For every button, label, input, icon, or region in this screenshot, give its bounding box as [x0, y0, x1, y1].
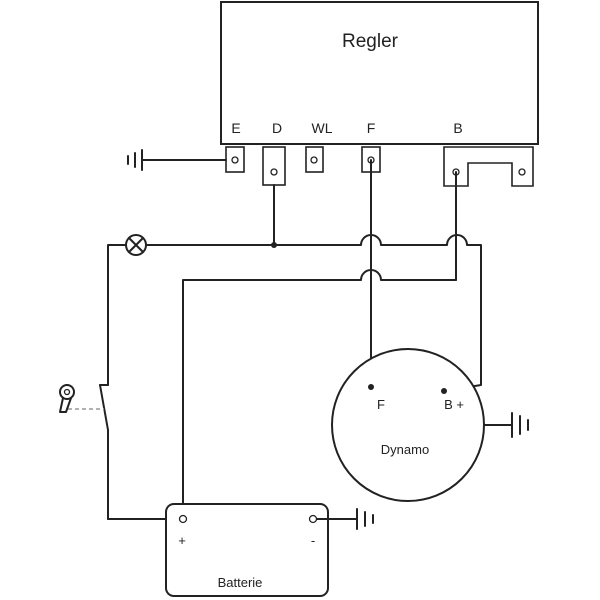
battery-plus-terminal [178, 514, 188, 524]
wire-battery-plus [182, 269, 457, 520]
indicator-lamp-icon [125, 234, 147, 256]
ground-symbol-battery [316, 508, 374, 530]
dynamo-terminal-b-dot [441, 388, 447, 394]
regler-terminal-d-label: D [272, 120, 282, 136]
dynamo-terminal-f-label: F [377, 397, 385, 412]
regler-terminal-e-label: E [231, 120, 240, 136]
ground-symbol-dynamo [483, 412, 529, 438]
terminal-b [443, 146, 534, 187]
regler-terminal-b-label: B [453, 120, 462, 136]
battery-minus-terminal [308, 514, 318, 524]
battery-minus-label: - [311, 533, 315, 548]
regler-terminal-wl-label: WL [312, 120, 333, 136]
dynamo-circle [331, 348, 485, 502]
battery-plus-label: + [178, 533, 186, 548]
regler-box [220, 1, 539, 145]
dynamo-terminal-f-dot [368, 384, 374, 390]
dynamo-title: Dynamo [381, 442, 429, 457]
battery-title: Batterie [218, 575, 263, 590]
terminal-d [262, 146, 286, 186]
terminal-wl [305, 146, 324, 173]
battery-box [165, 503, 329, 597]
regler-terminal-f-label: F [367, 120, 376, 136]
ignition-switch [68, 384, 167, 520]
terminal-e [225, 146, 245, 173]
wire-bus-upper [107, 234, 482, 392]
ignition-key-icon [59, 384, 75, 413]
dynamo-terminal-b-label: B + [444, 397, 464, 412]
regler-title: Regler [342, 31, 399, 52]
ground-symbol-regler [127, 149, 227, 171]
